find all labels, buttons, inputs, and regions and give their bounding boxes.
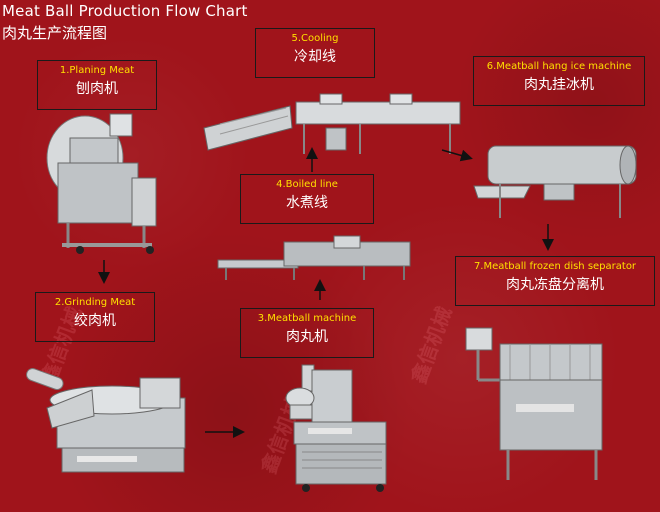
step-4-label-cn: 水煮线 bbox=[286, 195, 328, 211]
step-2-label-en: 2.Grinding Meat bbox=[54, 297, 136, 308]
grinding-meat-machine bbox=[26, 368, 186, 473]
step-5-label-en: 5.Cooling bbox=[291, 33, 339, 44]
step-4-label-en: 4.Boiled line bbox=[276, 179, 338, 190]
step-2-label: 2.Grinding Meat 绞肉机 bbox=[35, 292, 155, 342]
chart-title-en: Meat Ball Production Flow Chart bbox=[2, 2, 248, 20]
meatball-hang-ice-machine bbox=[473, 145, 637, 218]
chart-title-cn: 肉丸生产流程图 bbox=[2, 24, 108, 42]
meatball-machine bbox=[285, 364, 387, 492]
step-7-label: 7.Meatball frozen dish separator 肉丸冻盘分离机 bbox=[455, 256, 655, 306]
step-3-label-en: 3.Meatball machine bbox=[257, 313, 357, 324]
boiled-line-machine bbox=[217, 235, 411, 280]
step-6-label: 6.Meatball hang ice machine 肉丸挂冰机 bbox=[473, 56, 645, 106]
step-1-label-en: 1.Planing Meat bbox=[59, 65, 135, 76]
step-5-label-cn: 冷却线 bbox=[294, 49, 336, 65]
cooling-line-machine bbox=[203, 93, 461, 154]
step-6-label-en: 6.Meatball hang ice machine bbox=[486, 61, 632, 72]
step-7-label-en: 7.Meatball frozen dish separator bbox=[473, 261, 637, 272]
meatball-frozen-dish-separator bbox=[465, 327, 603, 480]
step-3-label: 3.Meatball machine 肉丸机 bbox=[240, 308, 374, 358]
step-7-label-cn: 肉丸冻盘分离机 bbox=[506, 277, 604, 293]
step-5-label: 5.Cooling 冷却线 bbox=[255, 28, 375, 78]
step-1-label-cn: 刨肉机 bbox=[76, 81, 118, 97]
arrow-5-to-6 bbox=[441, 149, 473, 162]
step-3-label-cn: 肉丸机 bbox=[286, 329, 328, 345]
step-4-label: 4.Boiled line 水煮线 bbox=[240, 174, 374, 224]
step-1-label: 1.Planing Meat 刨肉机 bbox=[37, 60, 157, 110]
step-6-label-cn: 肉丸挂冰机 bbox=[524, 77, 594, 93]
step-2-label-cn: 绞肉机 bbox=[74, 313, 116, 329]
planing-meat-machine bbox=[46, 113, 157, 254]
